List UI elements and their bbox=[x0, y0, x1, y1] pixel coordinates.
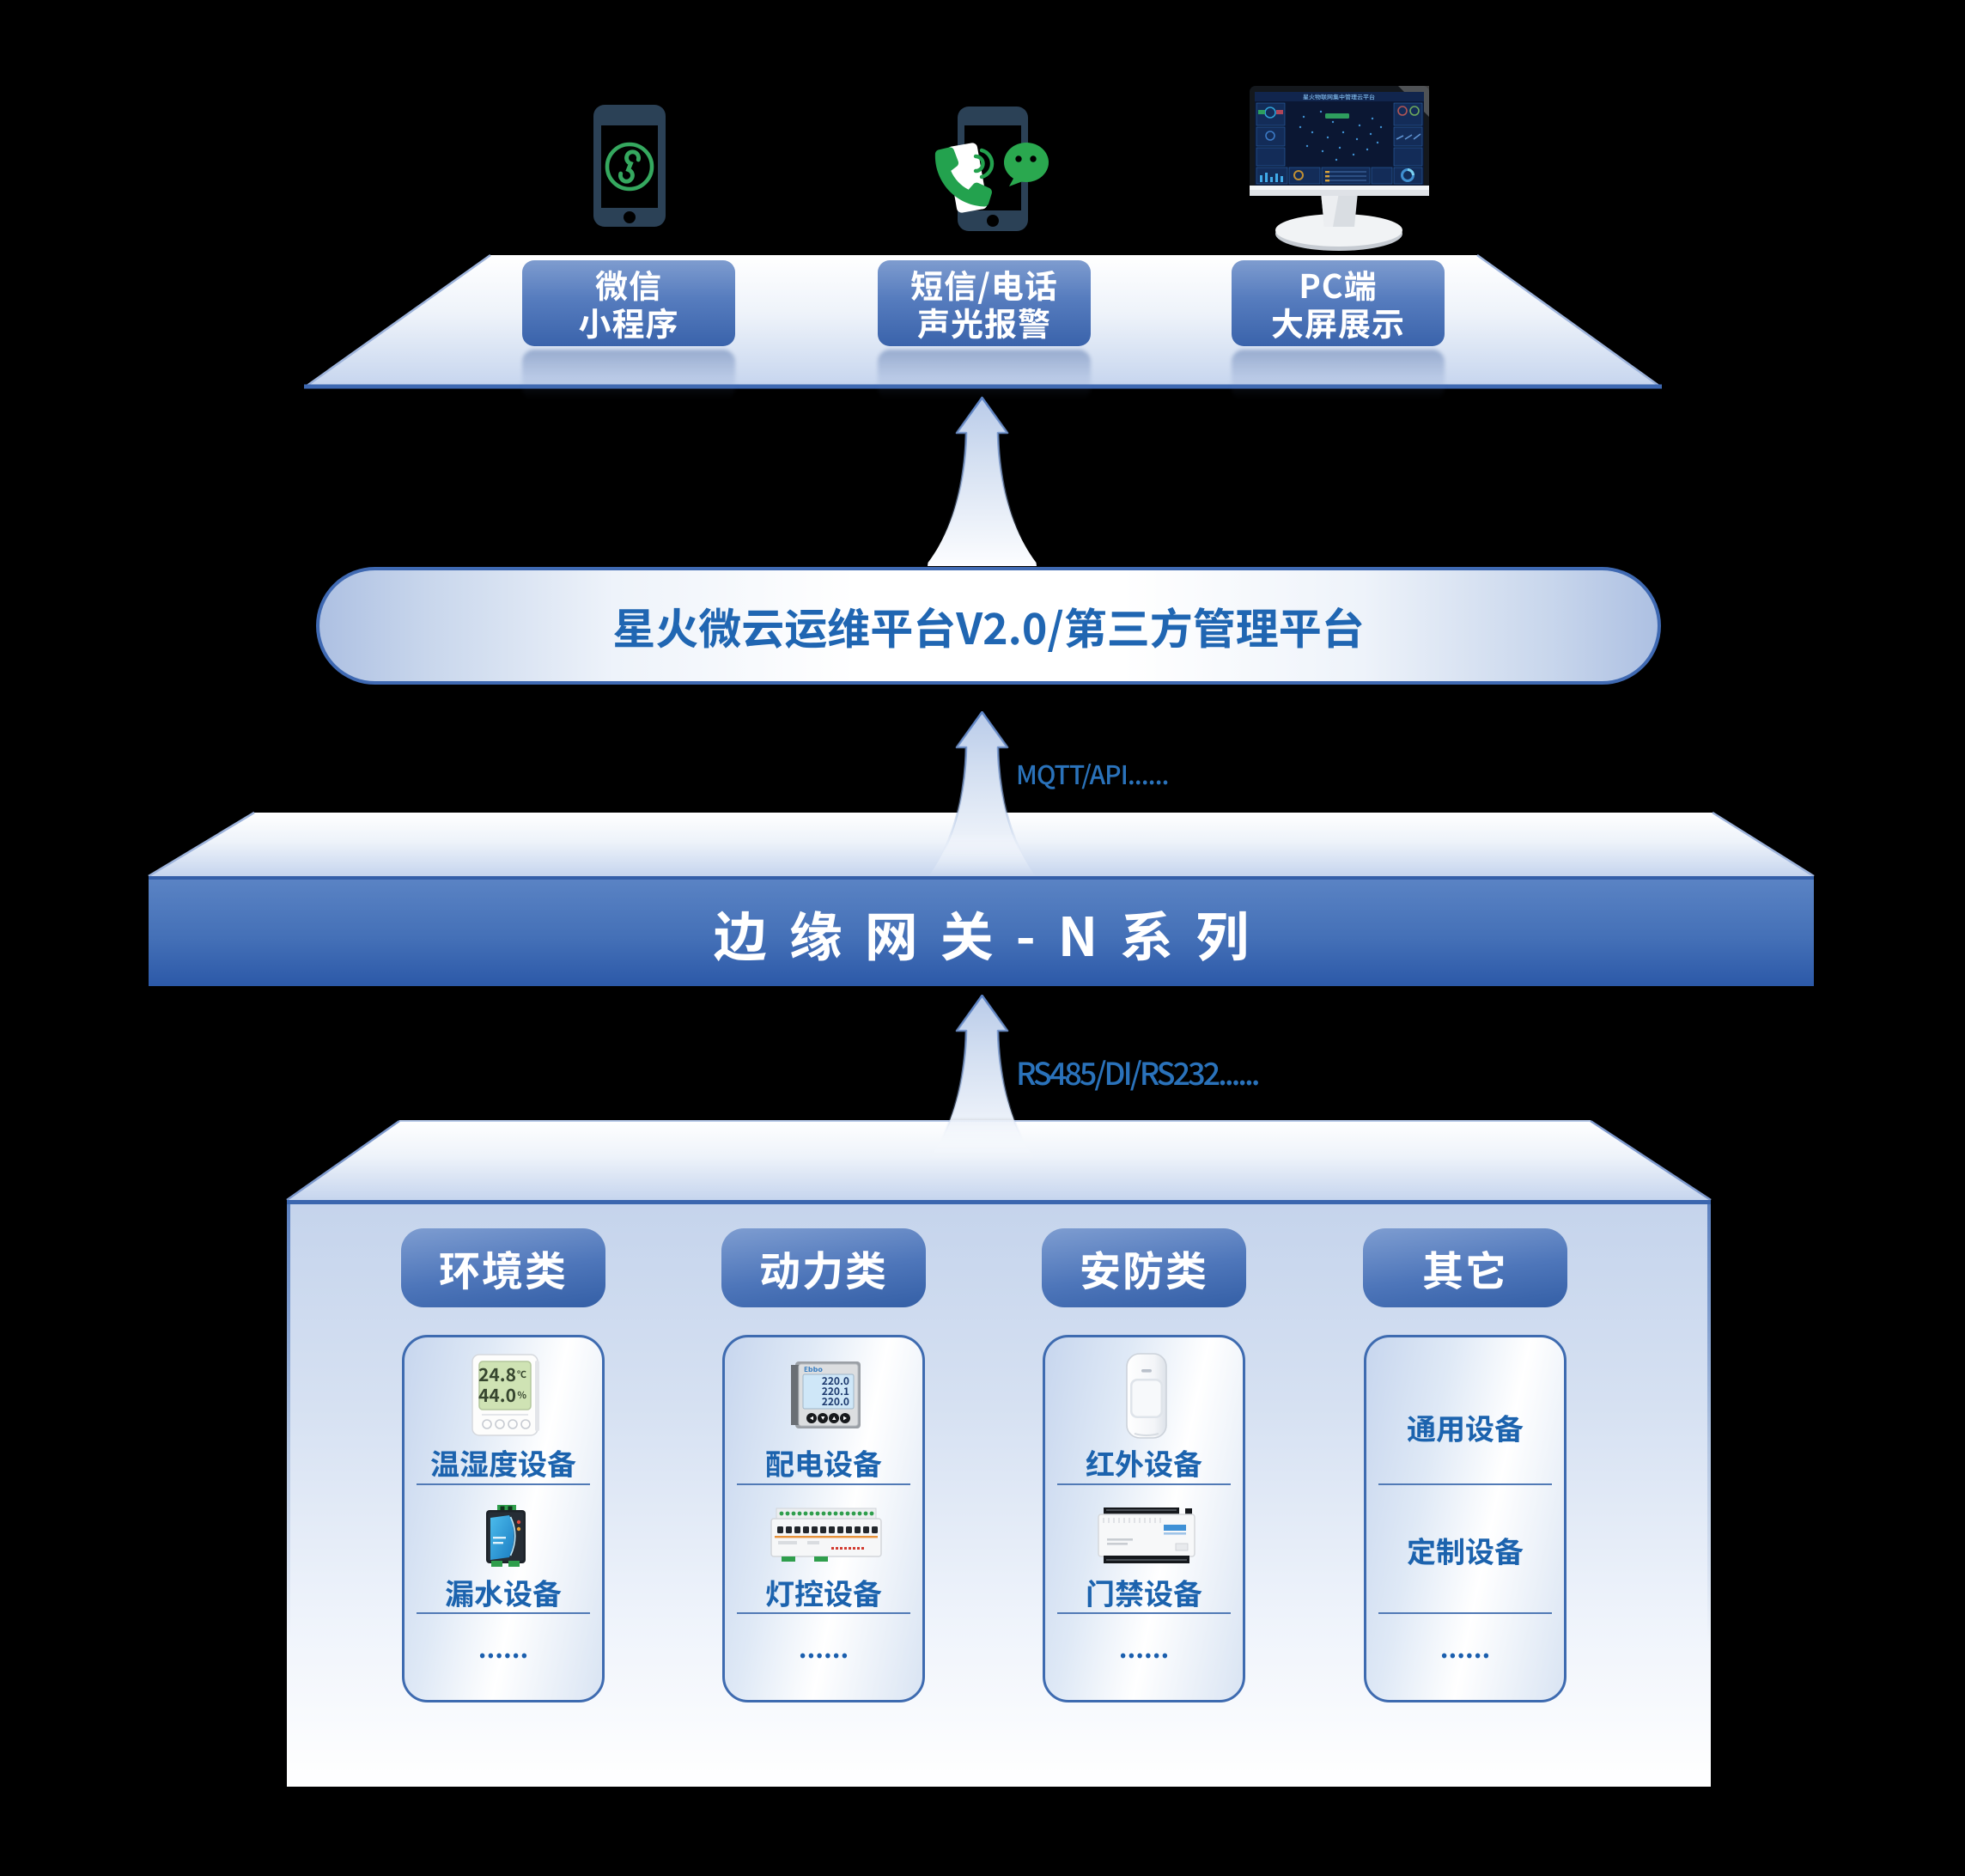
svg-text:220.0: 220.0 bbox=[822, 1374, 849, 1388]
device-label: 漏水设备 bbox=[445, 1571, 562, 1613]
svg-text:220.0: 220.0 bbox=[822, 1394, 849, 1409]
access-control-module-image bbox=[1098, 1508, 1195, 1563]
device-label: 门禁设备 bbox=[1086, 1571, 1202, 1613]
category-pill-label: 其它 bbox=[1421, 1238, 1508, 1298]
card-divider bbox=[1057, 1483, 1231, 1485]
svg-text:220.1: 220.1 bbox=[822, 1384, 849, 1398]
card-divider bbox=[1057, 1612, 1231, 1614]
card-divider bbox=[417, 1483, 590, 1485]
category-pill-label: 安防类 bbox=[1079, 1238, 1208, 1298]
device-label: 红外设备 bbox=[1086, 1441, 1202, 1483]
app-pill-wechat-miniprogram: 微信 小程序 bbox=[522, 260, 735, 346]
svg-text:24.8: 24.8 bbox=[478, 1361, 516, 1387]
category-pill-environment: 环境类 bbox=[401, 1228, 605, 1307]
more-devices-ellipsis: ...... bbox=[1439, 1628, 1491, 1666]
app-pill-label-line2: 小程序 bbox=[578, 298, 679, 345]
app-pill-label-line1: PC端 bbox=[1299, 260, 1378, 308]
uplink-protocol-label-mqtt: MQTT/API...... bbox=[1016, 754, 1169, 792]
arrow-cloud-to-apps bbox=[926, 396, 1038, 568]
device-card-environment: 24.8 ℃ 44.0 % 温湿度设备 漏水设备 bbox=[402, 1335, 605, 1702]
cloud-platform-banner-label: 星火微云运维平台V2.0/第三方管理平台 bbox=[612, 594, 1365, 657]
pir-infrared-sensor-image bbox=[1126, 1353, 1167, 1439]
svg-text:%: % bbox=[517, 1388, 526, 1402]
app-pill-label-line1: 微信 bbox=[594, 260, 662, 308]
device-card-other: 通用设备 定制设备 ...... bbox=[1364, 1335, 1567, 1702]
device-label: 通用设备 bbox=[1407, 1406, 1524, 1448]
device-card-security: 红外设备 门禁设备 ...... bbox=[1043, 1335, 1245, 1702]
app-pill-label-line2: 声光报警 bbox=[916, 298, 1051, 345]
more-devices-ellipsis: ...... bbox=[798, 1628, 849, 1666]
sms-call-alarm-phone-icon bbox=[934, 107, 1049, 231]
power-distribution-meter-image: Ebbo 220.0 220.1 220.0 bbox=[791, 1361, 861, 1428]
pc-dashboard-monitor-icon: 星火物联网集中管理云平台 bbox=[1250, 86, 1429, 251]
category-pill-other: 其它 bbox=[1363, 1228, 1567, 1307]
wechat-miniprogram-phone-icon bbox=[593, 105, 666, 227]
device-label: 定制设备 bbox=[1407, 1529, 1524, 1571]
device-label: 温湿度设备 bbox=[430, 1441, 576, 1483]
device-label: 灯控设备 bbox=[765, 1571, 882, 1613]
category-pill-label: 动力类 bbox=[758, 1238, 888, 1298]
lighting-control-module-image bbox=[770, 1508, 882, 1562]
device-card-power: Ebbo 220.0 220.1 220.0 配电设备 bbox=[722, 1335, 925, 1702]
category-pill-security: 安防类 bbox=[1042, 1228, 1246, 1307]
card-divider bbox=[1378, 1612, 1552, 1614]
water-leak-detector-image bbox=[486, 1505, 526, 1567]
device-label: 配电设备 bbox=[765, 1441, 882, 1483]
app-pill-pc-bigscreen: PC端 大屏展示 bbox=[1232, 260, 1445, 346]
svg-text:Ebbo: Ebbo bbox=[804, 1365, 823, 1374]
monitor-screen-title: 星火物联网集中管理云平台 bbox=[1303, 94, 1375, 102]
category-pill-label: 环境类 bbox=[438, 1238, 568, 1298]
card-divider bbox=[417, 1612, 590, 1614]
arrow-gateway-to-cloud bbox=[926, 710, 1038, 882]
uplink-protocol-label-rs485: RS485/DI/RS232...... bbox=[1016, 1050, 1260, 1094]
svg-text:℃: ℃ bbox=[517, 1367, 526, 1381]
more-devices-ellipsis: ...... bbox=[478, 1628, 529, 1666]
card-divider bbox=[1378, 1483, 1552, 1485]
card-divider bbox=[737, 1483, 910, 1485]
svg-text:44.0: 44.0 bbox=[478, 1382, 516, 1408]
edge-gateway-bar-label: 边缘网关-N系列 bbox=[713, 894, 1272, 971]
app-pill-label-line1: 短信/电话 bbox=[910, 260, 1058, 308]
cloud-platform-banner: 星火微云运维平台V2.0/第三方管理平台 bbox=[316, 567, 1661, 685]
card-divider bbox=[737, 1612, 910, 1614]
temp-humidity-sensor-image: 24.8 ℃ 44.0 % bbox=[471, 1354, 539, 1436]
app-pill-label-line2: 大屏展示 bbox=[1270, 298, 1405, 345]
category-pill-power: 动力类 bbox=[721, 1228, 926, 1307]
app-pill-sms-call-alarm: 短信/电话 声光报警 bbox=[878, 260, 1091, 346]
edge-gateway-bar: 边缘网关-N系列 bbox=[149, 876, 1814, 986]
more-devices-ellipsis: ...... bbox=[1118, 1628, 1170, 1666]
